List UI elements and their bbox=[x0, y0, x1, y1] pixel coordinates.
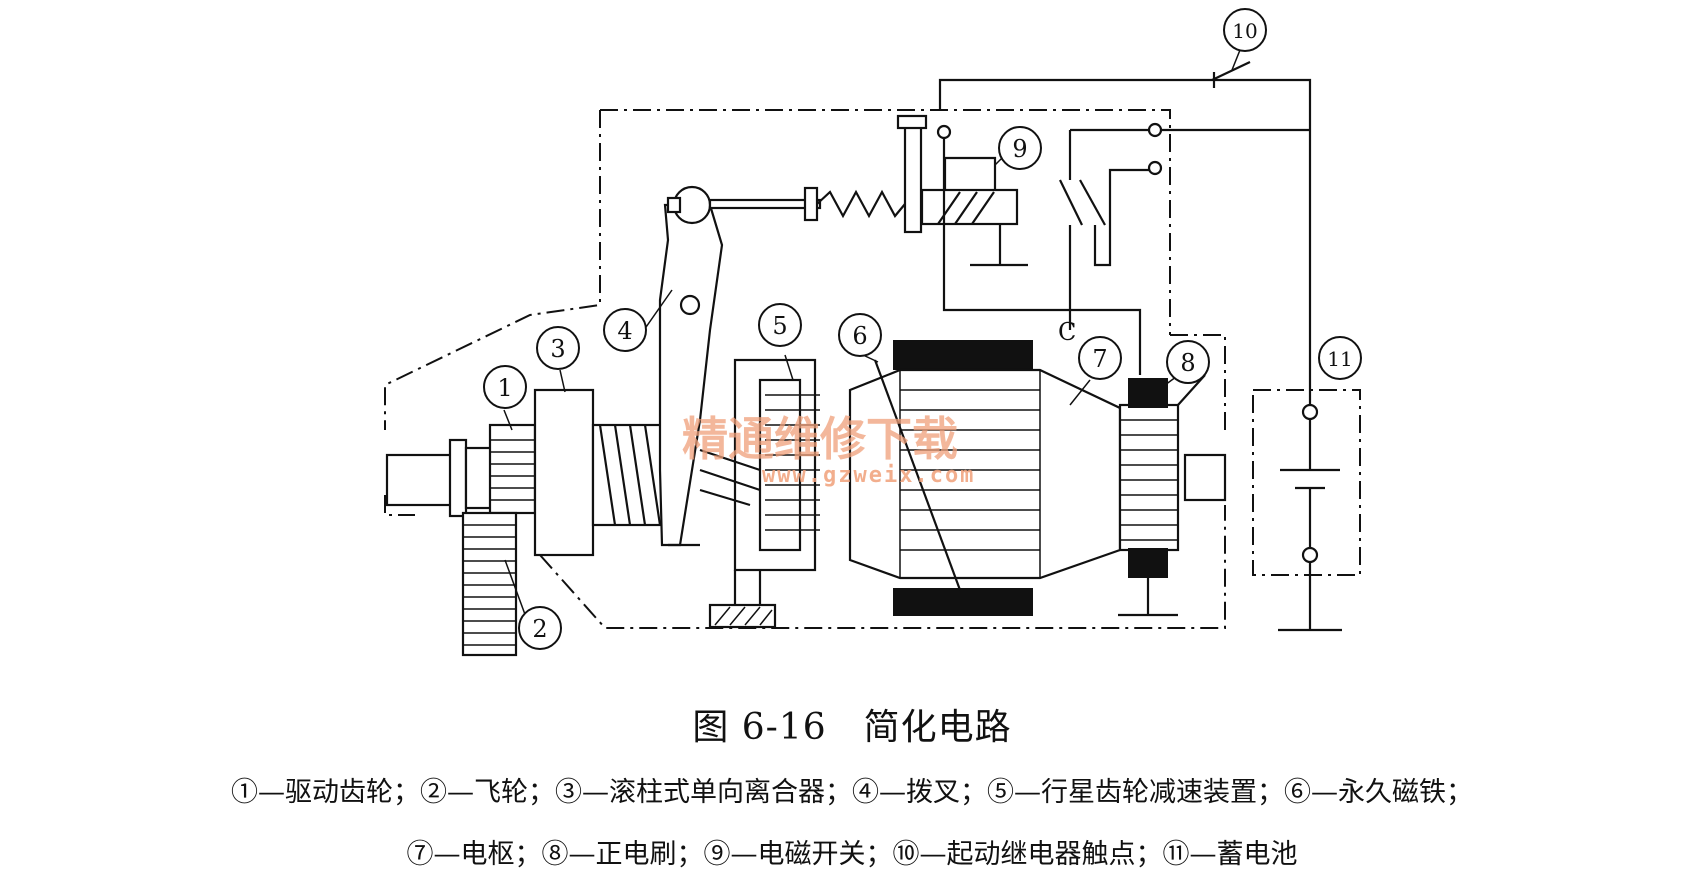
watermark-url: www.gzweix.com bbox=[762, 463, 975, 488]
plunger-rod bbox=[666, 186, 906, 222]
relay-contact bbox=[1211, 61, 1251, 88]
callout-11: 11 bbox=[1318, 336, 1362, 380]
shift-fork bbox=[658, 185, 724, 547]
callout-1: 1 bbox=[483, 365, 527, 409]
callout-7: 7 bbox=[1078, 336, 1122, 380]
svg-text:6: 6 bbox=[852, 322, 867, 350]
callout-10: 10 bbox=[1223, 8, 1267, 52]
watermark-cn: 精通维修下载 bbox=[682, 412, 958, 466]
housing-outline bbox=[384, 109, 1226, 629]
legend-line-1: ①—驱动齿轮；②—飞轮；③—滚柱式单向离合器；④—拨叉；⑤—行星齿轮减速装置；⑥… bbox=[231, 777, 1473, 808]
svg-text:10: 10 bbox=[1232, 19, 1257, 43]
svg-text:3: 3 bbox=[550, 335, 565, 363]
planetary-reducer bbox=[699, 358, 820, 629]
callout-2: 2 bbox=[518, 606, 562, 650]
svg-text:4: 4 bbox=[617, 317, 632, 345]
battery bbox=[1252, 335, 1361, 632]
positive-brush bbox=[1118, 374, 1206, 617]
drive-gear bbox=[488, 423, 537, 515]
figure-title: 图 6-16 简化电路 bbox=[692, 707, 1012, 748]
svg-text:8: 8 bbox=[1180, 349, 1195, 377]
legend-line-2: ⑦—电枢；⑧—正电刷；⑨—电磁开关；⑩—起动继电器触点；⑪—蓄电池 bbox=[406, 839, 1298, 870]
solenoid-switch bbox=[896, 114, 1028, 267]
svg-text:1: 1 bbox=[497, 374, 512, 402]
svg-text:11: 11 bbox=[1327, 347, 1352, 371]
svg-text:2: 2 bbox=[532, 615, 547, 643]
callout-5: 5 bbox=[758, 303, 802, 347]
callout-4: 4 bbox=[603, 308, 647, 352]
callout-6: 6 bbox=[838, 313, 882, 357]
svg-text:7: 7 bbox=[1092, 345, 1107, 373]
svg-text:9: 9 bbox=[1012, 135, 1027, 163]
svg-text:5: 5 bbox=[772, 312, 787, 340]
callout-8: 8 bbox=[1166, 340, 1210, 384]
roller-clutch bbox=[533, 388, 595, 557]
flywheel bbox=[461, 511, 518, 657]
switch-wiring bbox=[936, 78, 1312, 375]
callout-9: 9 bbox=[998, 126, 1042, 170]
node-c-label: C bbox=[1058, 318, 1076, 346]
shaft-spring bbox=[591, 423, 665, 527]
permanent-magnets bbox=[893, 340, 1033, 616]
callout-3: 3 bbox=[536, 326, 580, 370]
